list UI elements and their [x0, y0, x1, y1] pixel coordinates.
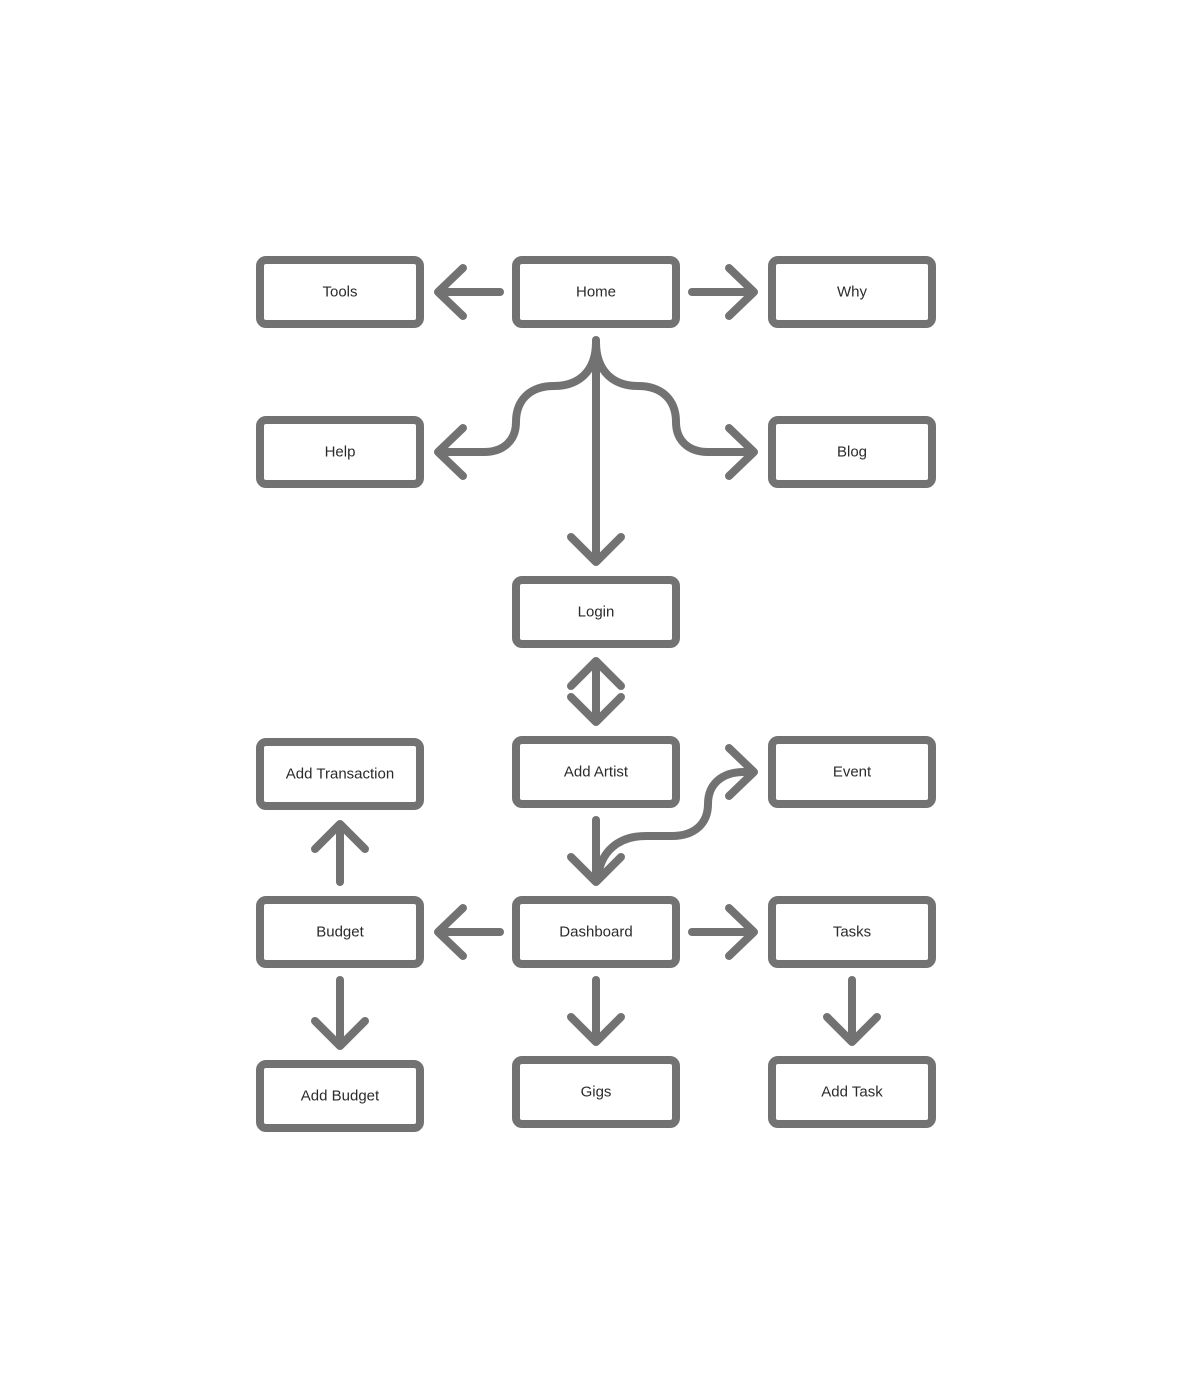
node-why: Why	[768, 256, 936, 328]
node-label-login: Login	[578, 604, 615, 621]
node-label-why: Why	[837, 284, 868, 301]
node-tasks: Tasks	[768, 896, 936, 968]
node-dashboard: Dashboard	[512, 896, 680, 968]
edge-tasks-add-task	[823, 976, 881, 1046]
node-tools: Tools	[256, 256, 424, 328]
arrowhead-right-icon	[725, 744, 758, 800]
edge-home-login	[567, 336, 625, 566]
edge-home-help	[434, 338, 600, 480]
arrowhead-down-icon	[823, 1013, 881, 1046]
arrowhead-right-icon	[725, 424, 758, 480]
edge-dashboard-event	[594, 744, 758, 882]
edge-budget-add-transaction	[311, 820, 369, 886]
node-event: Event	[768, 736, 936, 808]
node-label-add-budget: Add Budget	[301, 1088, 380, 1105]
edge-dashboard-tasks	[688, 904, 758, 960]
arrowhead-up-icon	[311, 820, 369, 853]
node-budget: Budget	[256, 896, 424, 968]
node-add-artist: Add Artist	[512, 736, 680, 808]
arrowhead-down-icon	[311, 1017, 369, 1050]
node-label-add-transaction: Add Transaction	[286, 766, 394, 783]
node-login: Login	[512, 576, 680, 648]
arrowhead-up-icon	[567, 657, 625, 690]
edge-home-why	[688, 264, 758, 320]
arrowhead-down-icon	[567, 853, 625, 886]
node-label-add-artist: Add Artist	[564, 764, 629, 781]
node-label-tools: Tools	[322, 284, 357, 301]
arrowhead-down-icon	[567, 693, 625, 726]
node-label-event: Event	[833, 764, 872, 781]
edge-home-blog	[592, 338, 758, 480]
arrowhead-down-icon	[567, 1013, 625, 1046]
arrowhead-left-icon	[434, 904, 467, 960]
arrowhead-right-icon	[725, 264, 758, 320]
node-help: Help	[256, 416, 424, 488]
node-add-task: Add Task	[768, 1056, 936, 1128]
node-add-transaction: Add Transaction	[256, 738, 424, 810]
edges	[311, 264, 881, 1050]
node-label-home: Home	[576, 284, 616, 301]
node-label-help: Help	[325, 444, 356, 461]
arrowhead-right-icon	[725, 904, 758, 960]
node-label-budget: Budget	[316, 924, 364, 941]
node-home: Home	[512, 256, 680, 328]
edge-home-tools	[434, 264, 504, 320]
node-blog: Blog	[768, 416, 936, 488]
node-label-blog: Blog	[837, 444, 867, 461]
edge-dashboard-budget	[434, 904, 504, 960]
node-label-tasks: Tasks	[833, 924, 871, 941]
edge-login-add-artist	[567, 657, 625, 726]
node-label-gigs: Gigs	[581, 1084, 612, 1101]
edge-dashboard-gigs	[567, 976, 625, 1046]
node-add-budget: Add Budget	[256, 1060, 424, 1132]
node-gigs: Gigs	[512, 1056, 680, 1128]
arrowhead-down-icon	[567, 533, 625, 566]
arrowhead-left-icon	[434, 424, 467, 480]
nodes: Tools Home Why Help Blog Login Add Trans…	[256, 256, 936, 1132]
arrowhead-left-icon	[434, 264, 467, 320]
edge-budget-add-budget	[311, 976, 369, 1050]
node-label-dashboard: Dashboard	[559, 924, 632, 941]
node-label-add-task: Add Task	[821, 1084, 883, 1101]
